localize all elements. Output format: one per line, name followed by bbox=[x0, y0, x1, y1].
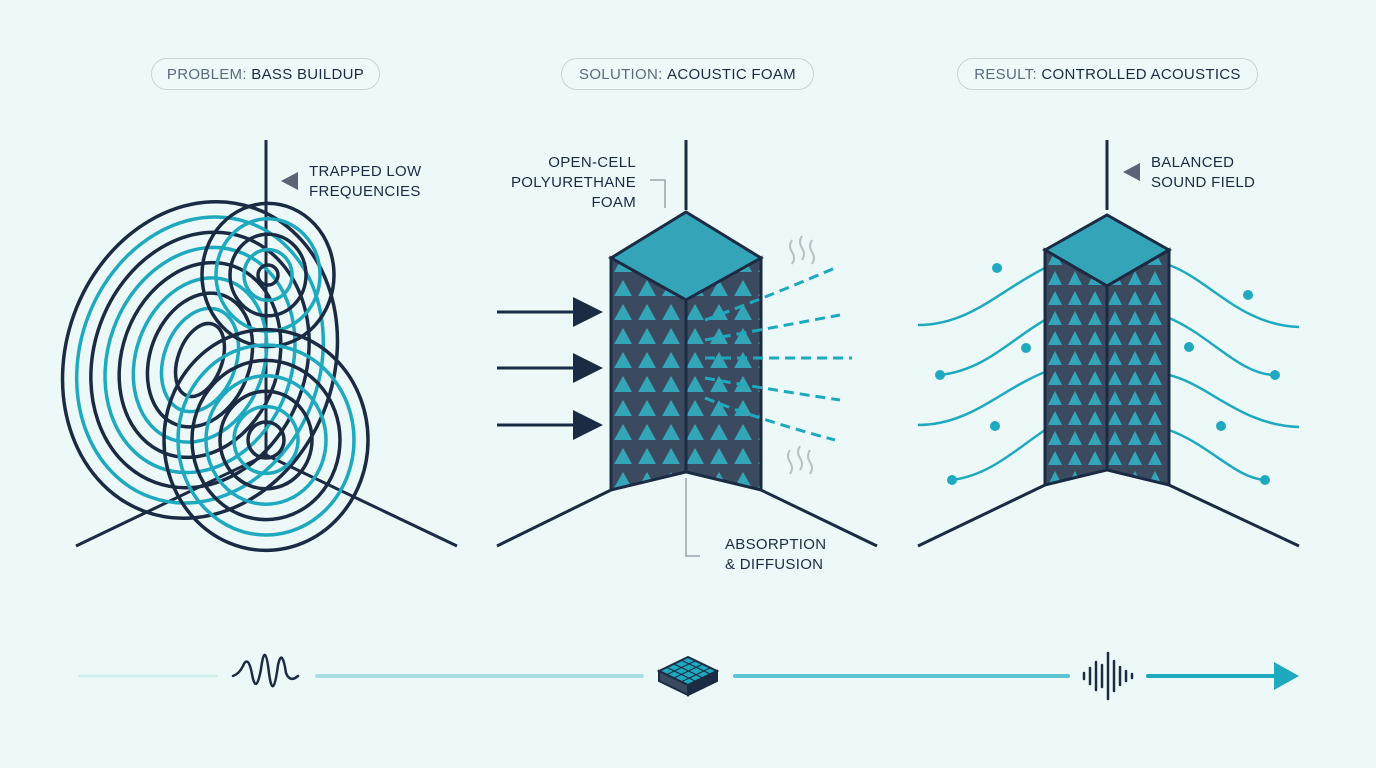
label-line: POLYURETHANE bbox=[510, 174, 636, 191]
panel-prefix: SOLUTION: bbox=[579, 65, 663, 83]
wave-ring bbox=[103, 245, 297, 475]
panel-title: BASS BUILDUP bbox=[251, 65, 365, 83]
wave-ring bbox=[246, 420, 286, 460]
panel-title-solution: SOLUTION: ACOUSTIC FOAM bbox=[561, 58, 814, 90]
panel-title: ACOUSTIC FOAM bbox=[667, 65, 796, 83]
balanced-sound-field-label: BALANCED SOUND FIELD bbox=[1151, 153, 1255, 193]
trapped-wave-rings bbox=[60, 199, 370, 553]
panel-prefix: RESULT: bbox=[974, 65, 1037, 83]
pointer-icon-result bbox=[1123, 163, 1140, 181]
foam-panel-icon bbox=[656, 655, 720, 697]
label-line: SOUND FIELD bbox=[1151, 174, 1256, 191]
wave-ring bbox=[145, 291, 255, 429]
wave-ring bbox=[242, 247, 294, 303]
panel-title: CONTROLLED ACOUSTICS bbox=[1041, 65, 1241, 83]
room-corner-middle bbox=[496, 140, 878, 548]
wave-ring bbox=[89, 230, 311, 490]
foam-material-label: OPEN-CELL POLYURETHANE FOAM bbox=[511, 153, 636, 213]
wave-ring bbox=[228, 232, 308, 318]
label-line: FREQUENCIES bbox=[309, 183, 421, 200]
progress-flow bbox=[78, 651, 1299, 701]
pointer-icon bbox=[281, 172, 298, 190]
incoming-sound-arrows bbox=[497, 297, 603, 440]
wave-ring bbox=[204, 374, 328, 506]
panel-prefix: PROBLEM: bbox=[166, 65, 247, 83]
acoustic-foam-panel bbox=[608, 210, 764, 492]
label-line: FOAM bbox=[591, 194, 636, 211]
sound-particles bbox=[935, 263, 1280, 485]
room-corner-right bbox=[917, 140, 1300, 548]
smooth-wave-lines bbox=[917, 263, 1300, 482]
controlled-waveform-icon bbox=[1082, 651, 1134, 701]
panel-title-problem: PROBLEM: BASS BUILDUP bbox=[151, 58, 380, 90]
chaotic-waveform-icon bbox=[231, 653, 300, 688]
progress-arrow-icon bbox=[1274, 662, 1299, 690]
wave-ring bbox=[218, 389, 314, 491]
acoustic-foam-panel-result bbox=[1041, 213, 1173, 487]
wave-ring bbox=[176, 343, 356, 537]
wave-ring bbox=[162, 327, 370, 553]
label-line: & DIFFUSION bbox=[725, 556, 824, 573]
label-line: BALANCED bbox=[1151, 154, 1235, 171]
trapped-frequencies-label: TRAPPED LOW FREQUENCIES bbox=[309, 162, 421, 202]
absorption-diffusion-label: ABSORPTION & DIFFUSION bbox=[725, 535, 826, 575]
label-line: OPEN-CELL bbox=[548, 154, 636, 171]
diffused-sound-lines bbox=[704, 266, 852, 442]
heat-wisp-icon bbox=[787, 235, 815, 475]
wave-ring bbox=[256, 263, 280, 287]
wave-ring bbox=[200, 201, 336, 349]
wave-ring bbox=[190, 358, 342, 522]
leader-lines bbox=[650, 179, 700, 557]
label-line: ABSORPTION bbox=[725, 536, 827, 553]
wave-ring bbox=[60, 199, 340, 521]
wave-ring bbox=[232, 404, 300, 476]
panel-title-result: RESULT: CONTROLLED ACOUSTICS bbox=[957, 58, 1258, 90]
label-line: TRAPPED LOW bbox=[309, 163, 422, 180]
